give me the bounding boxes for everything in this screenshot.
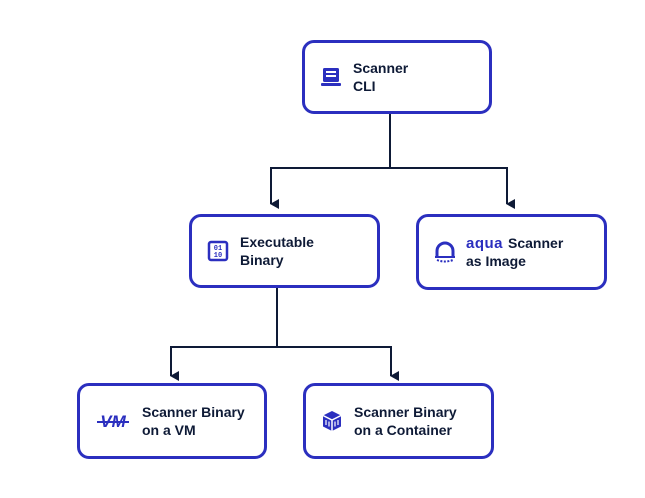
aqua-logo-icon	[432, 239, 458, 265]
svg-text:10: 10	[214, 252, 222, 260]
vm-icon-text: VM	[97, 411, 129, 431]
aqua-brand-wordmark: aqua	[466, 235, 504, 252]
connector-cli-to-binary	[270, 113, 391, 209]
node-scanner-cli-label: Scanner CLI	[353, 60, 409, 94]
node-scanner-as-image: aqua Scanner as Image	[416, 214, 607, 290]
container-box-icon	[319, 408, 345, 434]
connector-binary-to-vm	[170, 287, 278, 381]
node-binary-on-vm-label: Scanner Binary on a VM	[142, 404, 245, 438]
node-executable-binary: 01 10 Executable Binary	[189, 214, 380, 288]
node-binary-on-container-label: Scanner Binary on a Container	[354, 404, 457, 438]
node-scanner-as-image-label: aqua Scanner as Image	[466, 234, 563, 270]
node-scanner-as-image-line2: as Image	[466, 253, 526, 269]
svg-text:01: 01	[214, 245, 222, 253]
node-executable-binary-label: Executable Binary	[240, 234, 314, 268]
node-scanner-cli: Scanner CLI	[302, 40, 492, 114]
vm-icon: VM	[96, 408, 130, 434]
node-binary-on-container: Scanner Binary on a Container	[303, 383, 494, 459]
connector-cli-to-image	[390, 167, 515, 209]
node-scanner-as-image-line1: Scanner	[508, 235, 564, 251]
binary-file-icon: 01 10	[205, 238, 231, 264]
connector-binary-to-container	[277, 346, 399, 381]
laptop-icon	[318, 64, 344, 90]
node-binary-on-vm: VM Scanner Binary on a VM	[77, 383, 267, 459]
